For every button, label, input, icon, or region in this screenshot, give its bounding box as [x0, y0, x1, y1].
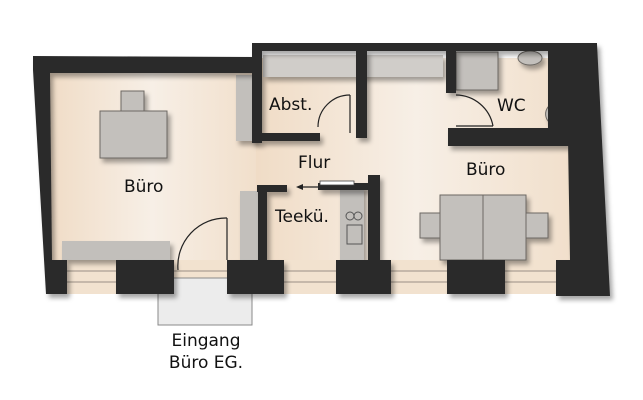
shelf-icon	[263, 55, 443, 77]
sink-icon	[517, 50, 543, 66]
door-abst-icon	[317, 94, 351, 128]
door-entrance-icon	[177, 217, 228, 271]
door-swings	[177, 94, 494, 271]
stove-icon	[345, 211, 363, 245]
room-label-buero-right: Büro	[466, 160, 506, 180]
sideboard-icon	[62, 241, 170, 260]
entrance-label-line2: Büro EG.	[168, 353, 244, 373]
floor-area	[48, 58, 576, 268]
cabinet-icon	[240, 191, 260, 260]
room-label-flur: Flur	[298, 153, 331, 173]
entrance-label-line1: Eingang	[171, 331, 241, 351]
kitchen-counter-icon	[340, 186, 364, 260]
desk-icon	[99, 110, 168, 159]
room-label-teekueche: Teekü.	[275, 207, 329, 227]
entrance-label: Eingang Büro EG.	[165, 330, 247, 374]
room-label-buero-left: Büro	[124, 177, 164, 197]
room-label-wc: WC	[497, 96, 526, 116]
door-wc-icon	[455, 94, 494, 127]
furniture	[62, 50, 571, 261]
sliding-door	[296, 180, 355, 190]
room-label-abstellraum: Abst.	[269, 95, 313, 115]
arrow-head-icon	[296, 184, 303, 190]
desk-icon	[439, 194, 484, 261]
shower-icon	[455, 51, 499, 91]
cabinet-icon	[236, 75, 256, 141]
chair-icon	[523, 212, 549, 239]
walls	[33, 43, 610, 296]
desk-icon	[482, 194, 527, 261]
